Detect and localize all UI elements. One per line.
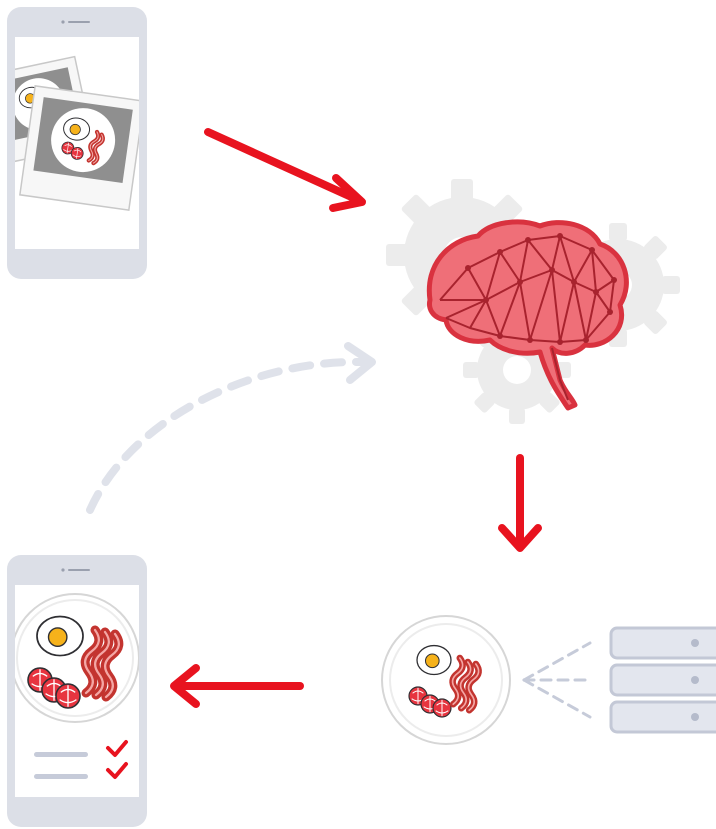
arrow-capture-to-ai: [204, 128, 366, 212]
plate-icon: [15, 593, 139, 723]
checklist: [34, 740, 128, 779]
speaker-icon: [68, 21, 90, 23]
food-photos-icon: [15, 55, 139, 211]
server-stack-icon: [609, 626, 716, 734]
arrow-recognition-to-result: [170, 664, 304, 708]
phone-result: [7, 555, 147, 827]
arrow-feedback-loop: [86, 342, 376, 514]
arrow-ai-to-recognition: [498, 454, 542, 552]
phone-capture: [7, 7, 147, 279]
data-link-lines: [522, 641, 594, 719]
speaker-icon: [68, 569, 90, 571]
ai-model: [386, 179, 680, 424]
checklist-line: [34, 774, 88, 779]
plate-icon: [381, 615, 511, 745]
check-icon: [106, 740, 128, 757]
checklist-line: [34, 752, 88, 757]
food-recognition: [381, 615, 716, 745]
brain-icon: [426, 219, 629, 411]
check-icon: [106, 762, 128, 779]
